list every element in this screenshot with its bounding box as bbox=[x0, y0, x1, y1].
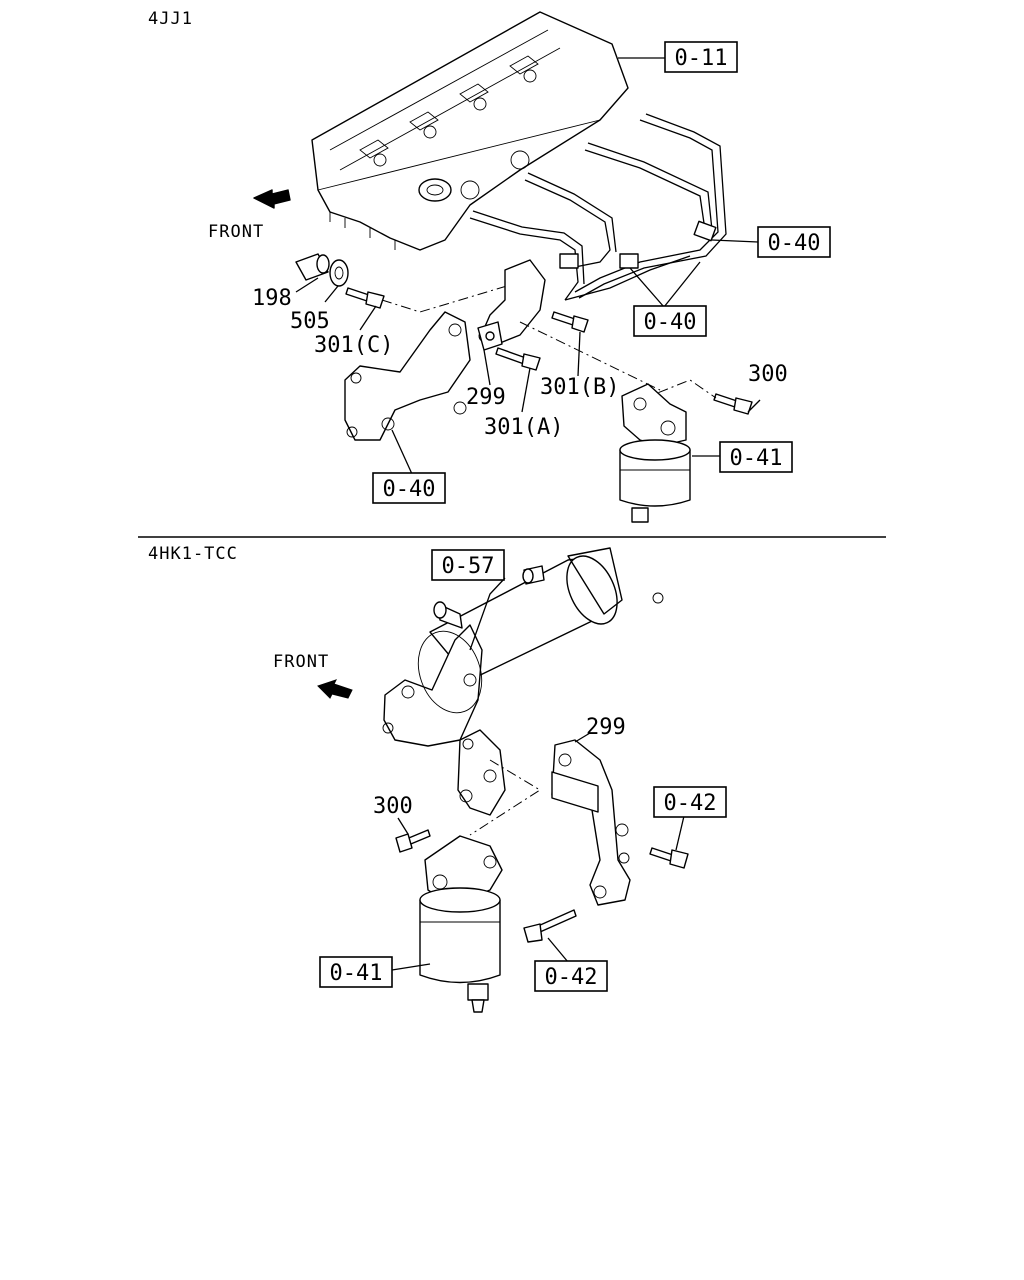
bolt-300-bottom bbox=[395, 829, 431, 853]
callout-0-40-middle: 0-40 bbox=[633, 305, 707, 337]
section-4hk1-tcc: 4HK1-TCC FRONT bbox=[148, 544, 727, 1013]
part-number-301b: 301(B) bbox=[540, 375, 619, 400]
part-number-198: 198 bbox=[252, 286, 292, 311]
section-title-4jj1: 4JJ1 bbox=[148, 9, 193, 29]
part-number-300-top: 300 bbox=[748, 362, 788, 387]
part-number-299-top: 299 bbox=[466, 385, 506, 410]
cylinder-head bbox=[311, 11, 629, 251]
part-number-300-bottom: 300 bbox=[373, 794, 413, 819]
svg-text:0-42: 0-42 bbox=[664, 791, 717, 816]
washer-505 bbox=[329, 259, 349, 287]
bracket-top bbox=[344, 259, 546, 441]
bolt-0-42-lower bbox=[523, 909, 577, 943]
svg-text:0-42: 0-42 bbox=[545, 965, 598, 990]
callout-0-41-top: 0-41 bbox=[719, 441, 793, 473]
front-label-top: FRONT bbox=[208, 222, 264, 242]
callout-0-42-lower: 0-42 bbox=[534, 960, 608, 992]
bushing-198 bbox=[295, 253, 330, 281]
front-arrow-icon bbox=[253, 189, 291, 209]
callout-0-11: 0-11 bbox=[664, 41, 738, 73]
svg-text:0-41: 0-41 bbox=[730, 446, 783, 471]
cooler-bracket bbox=[457, 729, 506, 816]
fuel-filter-top bbox=[619, 383, 691, 523]
bracket-299-bottom bbox=[551, 739, 631, 906]
part-number-301a: 301(A) bbox=[484, 415, 563, 440]
section-title-4hk1-tcc: 4HK1-TCC bbox=[148, 544, 238, 564]
fuel-filter-bottom bbox=[419, 835, 503, 1013]
callout-0-40-right: 0-40 bbox=[757, 226, 831, 258]
section-4jj1: 4JJ1 bbox=[148, 9, 831, 523]
bolt-301a bbox=[495, 347, 541, 371]
callout-0-42-right: 0-42 bbox=[653, 786, 727, 818]
front-label-bottom: FRONT bbox=[273, 652, 329, 672]
fuel-pipes bbox=[469, 113, 727, 301]
bolt-301b bbox=[551, 311, 589, 333]
svg-text:0-40: 0-40 bbox=[768, 231, 821, 256]
bolt-301c bbox=[345, 287, 385, 309]
svg-text:0-40: 0-40 bbox=[644, 310, 697, 335]
bolt-300-top bbox=[713, 393, 753, 415]
part-number-505: 505 bbox=[290, 309, 330, 334]
egr-cooler bbox=[382, 547, 664, 747]
svg-text:0-40: 0-40 bbox=[383, 477, 436, 502]
svg-text:0-41: 0-41 bbox=[330, 961, 383, 986]
callout-0-40-bottom: 0-40 bbox=[372, 472, 446, 504]
svg-text:0-11: 0-11 bbox=[675, 46, 728, 71]
bolt-0-42-right bbox=[649, 847, 689, 869]
part-number-299-bottom: 299 bbox=[586, 715, 626, 740]
callout-0-41-bottom: 0-41 bbox=[319, 956, 393, 988]
svg-text:0-57: 0-57 bbox=[442, 554, 495, 579]
callout-0-57: 0-57 bbox=[431, 549, 505, 581]
front-arrow-icon bbox=[317, 679, 353, 699]
part-number-301c: 301(C) bbox=[314, 333, 393, 358]
